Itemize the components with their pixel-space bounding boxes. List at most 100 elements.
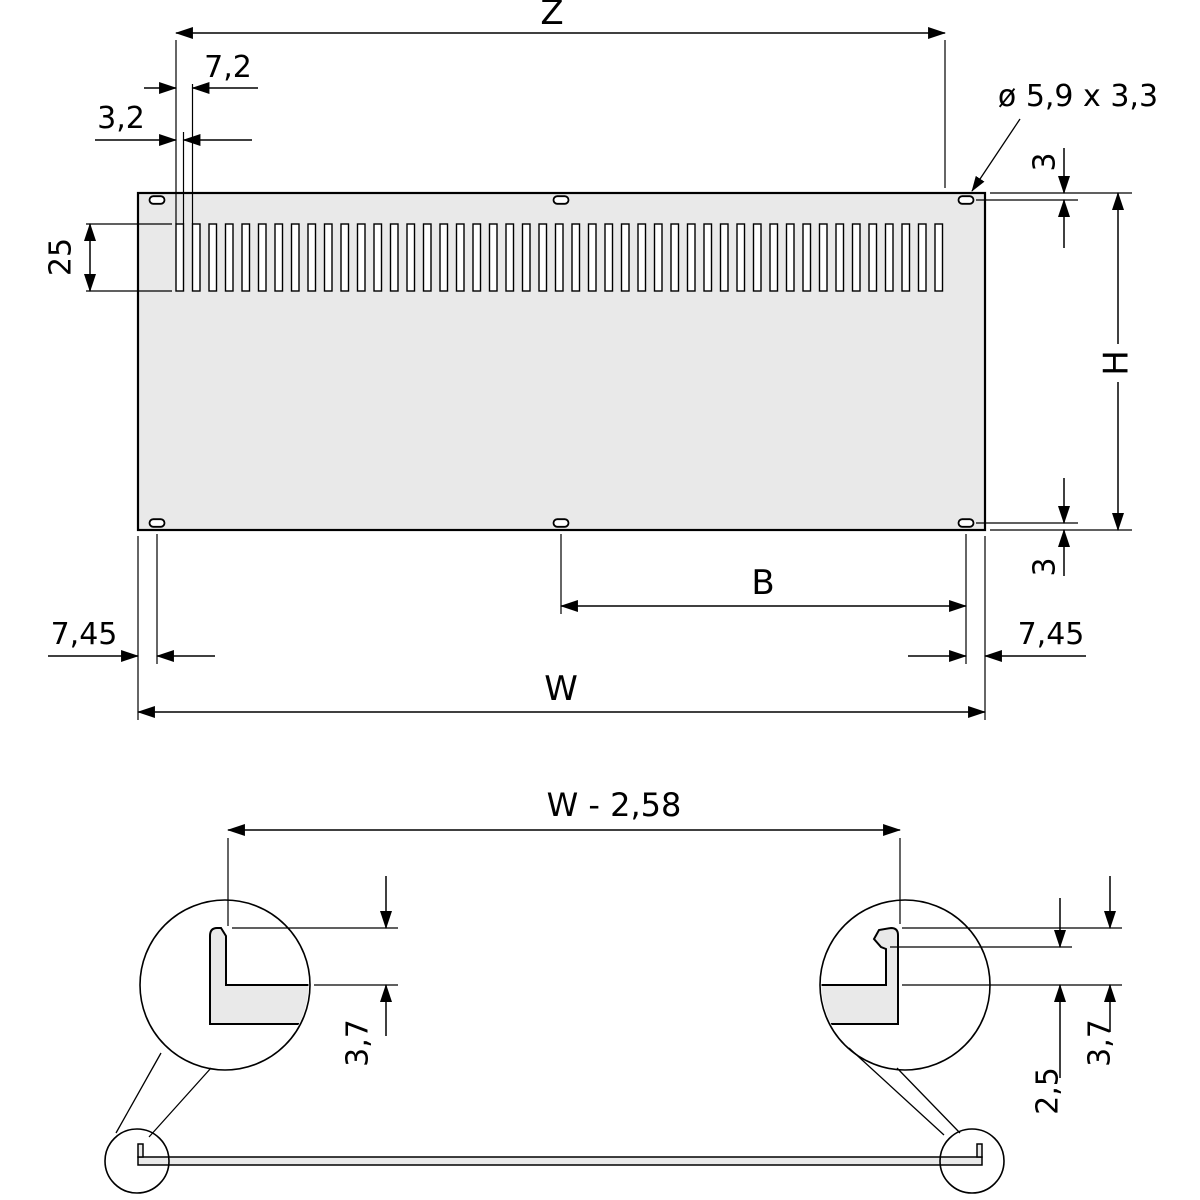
- dim-width-w: W: [136, 669, 987, 718]
- vent-slot: [340, 223, 350, 292]
- dim-lip-left: 3,7: [232, 876, 398, 1067]
- vent-slot: [554, 223, 564, 292]
- vent-slot: [686, 223, 696, 292]
- mounting-slot-bottom-left: [148, 518, 166, 528]
- dim-b: B: [559, 534, 968, 664]
- dim-inner-width: W - 2,58: [226, 786, 902, 926]
- vent-slot: [356, 223, 366, 292]
- dim-hook-depth-label: 2,5: [1031, 1067, 1066, 1115]
- mounting-slot-top-center: [552, 195, 570, 205]
- vent-slot: [274, 223, 284, 292]
- dim-slot-height-label: 25: [44, 238, 79, 276]
- dim-lip-left-label: 3,7: [341, 1019, 376, 1067]
- vent-slot: [472, 223, 482, 292]
- vent-slot: [307, 223, 317, 292]
- vent-slot: [488, 223, 498, 292]
- section-bar: [104, 1047, 1005, 1194]
- detail-right: 3,7 2,5: [819, 876, 1122, 1115]
- vent-slot: [587, 223, 597, 292]
- vent-slot: [241, 223, 251, 292]
- dim-slot-pitch: 7,2: [144, 50, 258, 224]
- vent-slot: [917, 223, 927, 292]
- vent-slot: [571, 223, 581, 292]
- vent-slot: [505, 223, 515, 292]
- vent-slot: [620, 223, 630, 292]
- dim-z: Z: [174, 0, 947, 224]
- mounting-slot-top-left: [148, 195, 166, 205]
- dim-offset-right: 7,45: [908, 536, 1086, 720]
- mounting-slot-top-right: [957, 195, 975, 205]
- detail-marker-left: [104, 1128, 170, 1194]
- vent-slot: [175, 223, 185, 292]
- profile-left: [209, 927, 309, 1025]
- vent-slot: [934, 223, 944, 292]
- vent-slot: [290, 223, 300, 292]
- vent-slot: [604, 223, 614, 292]
- vent-slot: [818, 223, 828, 292]
- leader-lines-right: [848, 1047, 961, 1136]
- dim-hole-callout: ø 5,9 x 3,3: [971, 79, 1158, 192]
- leader-lines-left: [115, 1052, 212, 1138]
- detail-marker-right: [939, 1128, 1005, 1194]
- detail-circle-left: [139, 899, 311, 1071]
- dim-height-label: H: [1097, 350, 1137, 376]
- dim-slot-height: 25: [44, 222, 172, 293]
- vent-slot: [521, 223, 531, 292]
- dim-slot-pitch-label: 7,2: [204, 50, 252, 85]
- dim-offset-right-label: 7,45: [1018, 617, 1085, 652]
- vent-slot: [637, 223, 647, 292]
- vent-slot: [884, 223, 894, 292]
- vent-slot: [719, 223, 729, 292]
- vent-slot: [802, 223, 812, 292]
- vent-slot: [851, 223, 861, 292]
- vent-slot: [752, 223, 762, 292]
- dim-lip-right: 3,7: [902, 876, 1122, 1067]
- panel-section-bar: [137, 1156, 983, 1166]
- vent-slot: [191, 223, 201, 292]
- dim-lip-right-label: 3,7: [1083, 1019, 1118, 1067]
- dim-edge-bottom: 3: [976, 478, 1078, 577]
- vent-slot: [538, 223, 548, 292]
- ventilation-slots: [175, 223, 944, 292]
- vent-slot: [835, 223, 845, 292]
- mounting-slot-bottom-center: [552, 518, 570, 528]
- vent-slot: [785, 223, 795, 292]
- dim-edge-bottom-label: 3: [1028, 557, 1063, 576]
- dim-z-label: Z: [540, 0, 563, 33]
- vent-slot: [736, 223, 746, 292]
- panel-front-view: [136, 191, 987, 532]
- vent-slot: [455, 223, 465, 292]
- dim-edge-top: 3: [976, 148, 1078, 248]
- vent-slot: [703, 223, 713, 292]
- vent-slot: [389, 223, 399, 292]
- dim-slot-width-label: 3,2: [97, 101, 145, 136]
- vent-slot: [406, 223, 416, 292]
- section-lip-right: [976, 1143, 983, 1158]
- hole-callout-label: ø 5,9 x 3,3: [998, 79, 1158, 114]
- vent-slot: [670, 223, 680, 292]
- vent-slot: [323, 223, 333, 292]
- vent-slot: [439, 223, 449, 292]
- vent-slot: [422, 223, 432, 292]
- detail-left: 3,7: [139, 876, 398, 1071]
- dim-inner-width-label: W - 2,58: [547, 786, 682, 824]
- dim-width-label: W: [544, 669, 578, 709]
- vent-slot: [901, 223, 911, 292]
- vent-slot: [257, 223, 267, 292]
- dim-offset-left-label: 7,45: [51, 617, 118, 652]
- dim-height-h: H: [990, 191, 1137, 532]
- vent-slot: [373, 223, 383, 292]
- vent-slot: [208, 223, 218, 292]
- profile-right: [821, 926, 899, 1025]
- vent-slot: [224, 223, 234, 292]
- dim-hook-depth: 2,5: [890, 898, 1072, 1115]
- vent-slot: [868, 223, 878, 292]
- mounting-slot-bottom-right: [957, 518, 975, 528]
- vent-slot: [653, 223, 663, 292]
- dim-edge-top-label: 3: [1028, 152, 1063, 171]
- dim-slot-width: 3,2: [95, 101, 252, 224]
- dim-b-label: B: [751, 563, 774, 603]
- section-lip-left: [137, 1143, 144, 1158]
- dim-offset-left: 7,45: [48, 534, 215, 720]
